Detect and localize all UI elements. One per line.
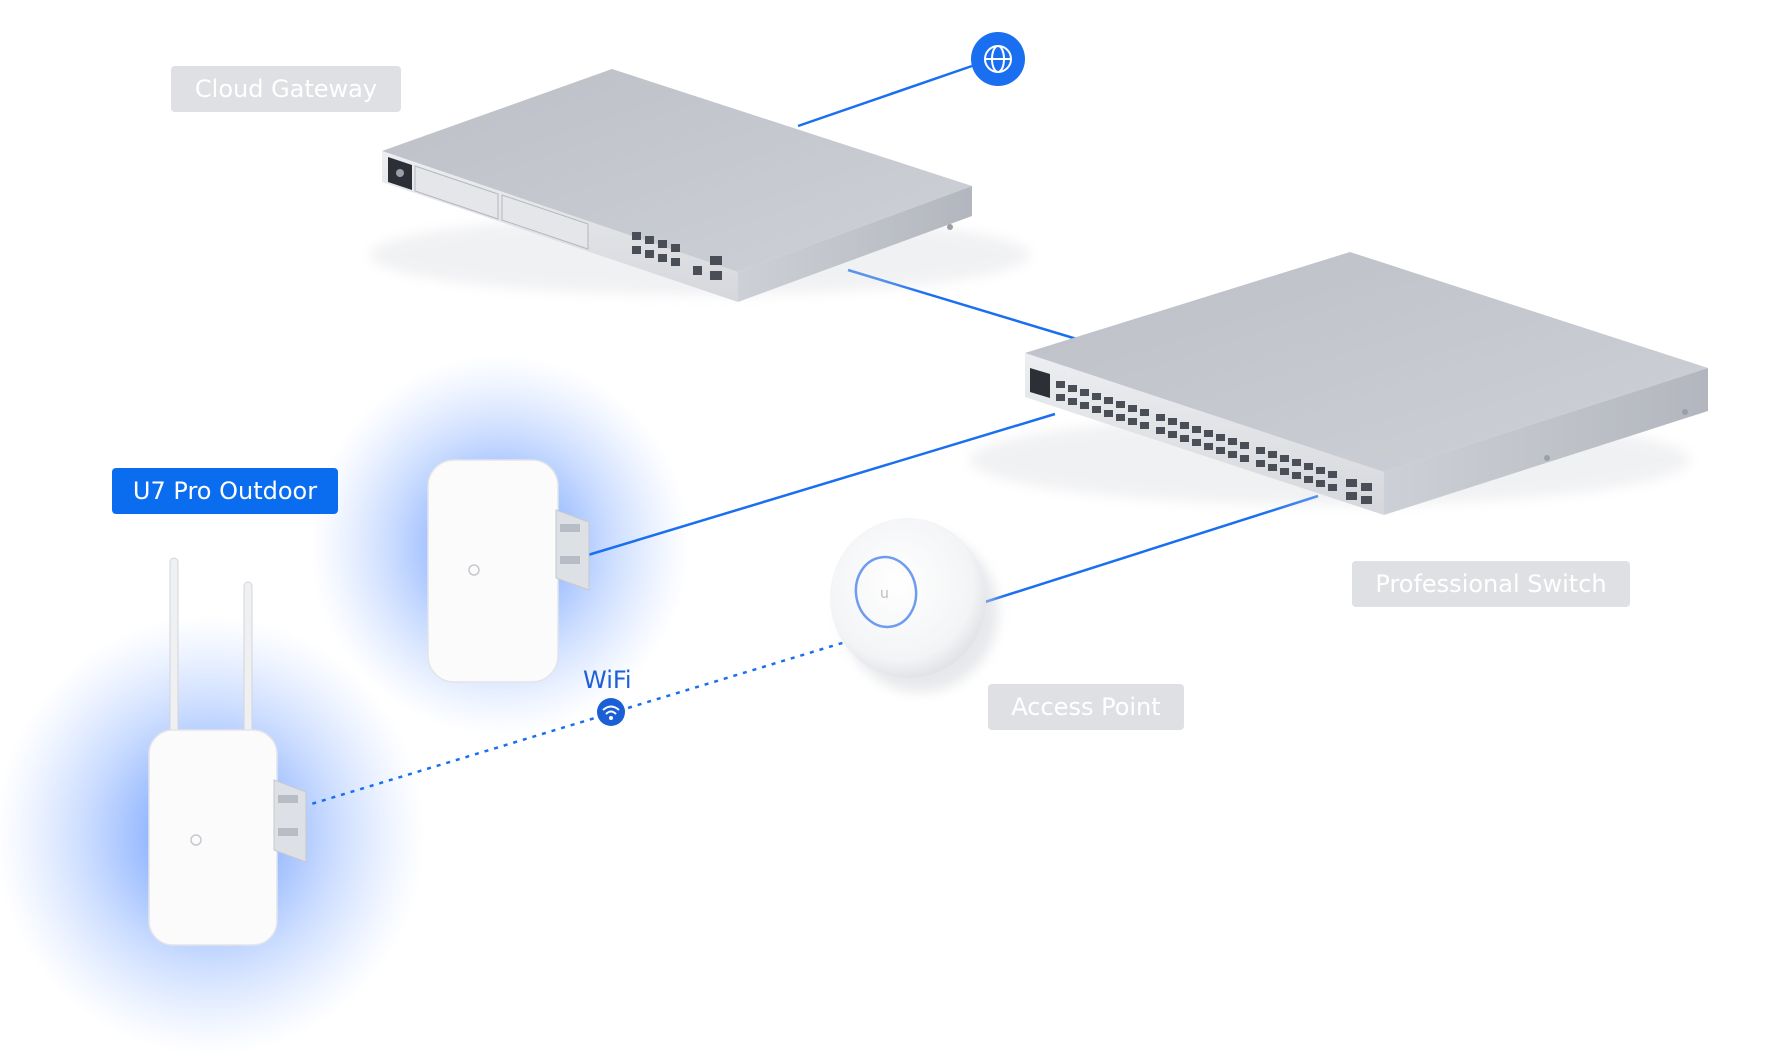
cloud-gateway-device [370,69,1030,302]
outdoor-ap-mounted [427,459,590,683]
globe-icon [971,32,1025,86]
label-professional-switch: Professional Switch [1352,561,1630,607]
link-switch-access-point [984,494,1319,604]
switch-ports [1056,381,1372,504]
link-internet-gateway [797,64,973,128]
professional-switch-device [970,252,1708,515]
svg-text:u: u [880,586,889,602]
wifi-icon [597,698,625,726]
label-cloud-gateway: Cloud Gateway [171,66,401,112]
wifi-link-dotted [307,638,853,807]
label-wifi: WiFi [583,666,632,694]
link-switch-outdoor-ap [587,412,1056,557]
label-u7-pro-outdoor: U7 Pro Outdoor [112,468,338,514]
access-point-device: u [829,518,998,692]
gateway-ports [632,232,722,280]
label-access-point: Access Point [988,684,1184,730]
outdoor-ap-with-antennas [148,557,307,946]
